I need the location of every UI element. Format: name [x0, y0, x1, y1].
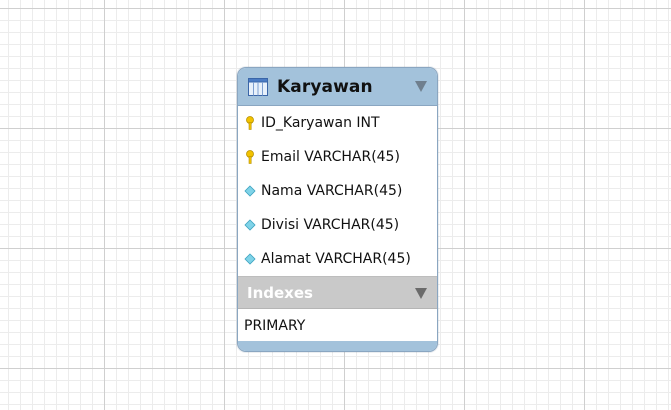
column-row[interactable]: Divisi VARCHAR(45) [238, 208, 437, 242]
collapse-arrow-icon[interactable] [415, 81, 427, 92]
table-title: Karyawan [277, 76, 373, 97]
indexes-title: Indexes [247, 283, 313, 302]
column-row[interactable]: ID_Karyawan INT [238, 106, 437, 140]
column-row[interactable]: Nama VARCHAR(45) [238, 174, 437, 208]
primary-key-icon [246, 150, 254, 164]
column-label: Email VARCHAR(45) [261, 149, 400, 165]
table-footer [238, 341, 437, 351]
indexes-collapse-arrow-icon[interactable] [415, 288, 427, 299]
table-header[interactable]: Karyawan [238, 68, 437, 106]
column-row[interactable]: Email VARCHAR(45) [238, 140, 437, 174]
column-diamond-icon [244, 185, 256, 197]
column-diamond-icon [244, 219, 256, 231]
column-label: Divisi VARCHAR(45) [261, 217, 400, 233]
table-icon [248, 77, 268, 96]
index-row[interactable]: PRIMARY [238, 309, 437, 342]
column-diamond-icon [244, 253, 256, 265]
column-label: ID_Karyawan INT [261, 115, 380, 131]
table-karyawan[interactable]: Karyawan ID_Karyawan INT Email VARCHAR(4… [237, 67, 438, 352]
column-row[interactable]: Alamat VARCHAR(45) [238, 242, 437, 276]
index-label: PRIMARY [244, 317, 306, 334]
column-label: Alamat VARCHAR(45) [261, 251, 411, 267]
column-label: Nama VARCHAR(45) [261, 183, 403, 199]
column-list: ID_Karyawan INT Email VARCHAR(45) Nama V… [238, 106, 437, 277]
index-list: PRIMARY [238, 309, 437, 342]
primary-key-icon [246, 116, 254, 130]
indexes-header[interactable]: Indexes [238, 277, 437, 309]
